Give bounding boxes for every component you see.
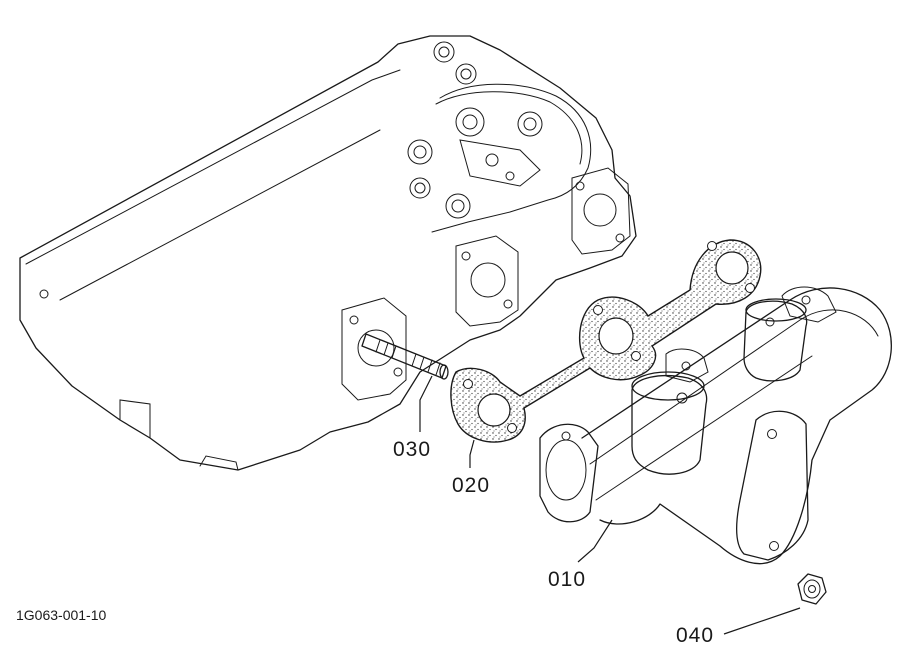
- exhaust-manifold: [539, 286, 892, 565]
- callout-010: 010: [548, 568, 586, 591]
- flange-nut: [797, 573, 827, 605]
- callout-040: 040: [676, 624, 714, 647]
- manifold-gasket: [450, 239, 762, 443]
- leader-040: [723, 607, 801, 635]
- cylinder-head: [19, 35, 637, 471]
- callout-030: 030: [393, 438, 431, 461]
- drawing-code: 1G063-001-10: [16, 607, 107, 623]
- leader-030: [419, 375, 433, 432]
- stud-bolt: [361, 333, 449, 380]
- callout-020: 020: [452, 474, 490, 497]
- leader-020: [469, 439, 475, 468]
- leader-010: [577, 519, 613, 563]
